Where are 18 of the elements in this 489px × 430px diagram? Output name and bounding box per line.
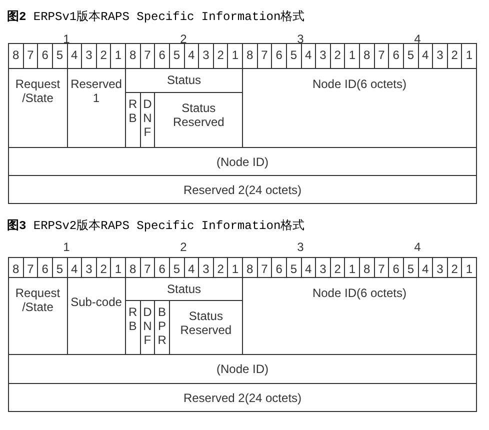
octet-number: 3 (296, 240, 305, 254)
field-cell: (Node ID) (8, 147, 477, 176)
octet-number: 4 (413, 240, 422, 254)
bit-number: 8 (8, 257, 24, 278)
field-cell: Reserved 2(24 octets) (8, 175, 477, 204)
field-cell: (Node ID) (8, 354, 477, 384)
octet-number: 3 (296, 32, 305, 46)
figure-caption: 图3 ERPSv2版本RAPS Specific Information格式 (7, 218, 305, 234)
bit-number: 8 (8, 43, 24, 69)
octet-number: 4 (413, 32, 422, 46)
bit-number: 1 (461, 43, 477, 69)
octet-number: 1 (62, 32, 71, 46)
figure-caption: 图2 ERPSv1版本RAPS Specific Information格式 (7, 9, 305, 25)
octet-number: 1 (62, 240, 71, 254)
octet-number: 2 (179, 32, 188, 46)
bit-number: 1 (461, 257, 477, 278)
octet-number: 2 (179, 240, 188, 254)
field-cell: Reserved 2(24 octets) (8, 383, 477, 412)
